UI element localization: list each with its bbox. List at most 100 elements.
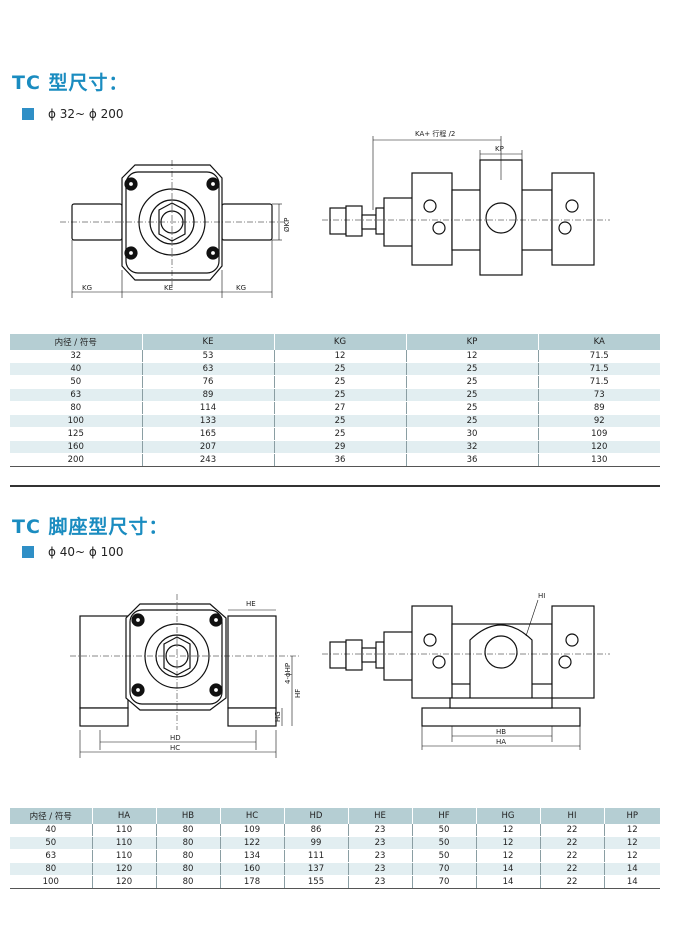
table-cell: 178 xyxy=(219,875,284,889)
table-cell: 25 xyxy=(273,362,406,376)
table-cell: 109 xyxy=(537,427,660,441)
table-cell: 80 xyxy=(10,862,92,876)
table-cell: 50 xyxy=(411,836,476,850)
table-cell: 134 xyxy=(219,849,284,863)
table-cell: 50 xyxy=(10,375,142,389)
table-cell: 71.5 xyxy=(537,375,660,389)
table-cell: 120 xyxy=(537,440,660,454)
table-cell: 25 xyxy=(273,427,406,441)
table-cell: 70 xyxy=(411,862,476,876)
table-cell: 23 xyxy=(347,849,412,863)
table-cell: 71.5 xyxy=(537,350,660,363)
column-header: HI xyxy=(539,808,604,824)
dim-hp: 4-ϕHP xyxy=(284,663,292,684)
table-cell: 100 xyxy=(10,875,92,889)
table-cell: 92 xyxy=(537,414,660,428)
section2-range: ϕ 40~ ϕ 100 xyxy=(22,545,124,559)
table-cell: 80 xyxy=(155,849,220,863)
table-cell: 89 xyxy=(141,388,274,402)
column-header: HB xyxy=(155,808,220,824)
tc-foot-drawing: HE HF 4-ϕHP HG HD HC HI HB HA xyxy=(70,592,610,758)
table-cell: 22 xyxy=(539,849,604,863)
table-cell: 25 xyxy=(273,375,406,389)
table-cell: 63 xyxy=(141,362,274,376)
table-cell: 80 xyxy=(155,875,220,889)
table-cell: 120 xyxy=(91,875,156,889)
table-cell: 27 xyxy=(273,401,406,415)
table-cell: 133 xyxy=(141,414,274,428)
tc-front-view xyxy=(60,160,285,298)
table-cell: 243 xyxy=(141,453,274,467)
table-cell: 14 xyxy=(475,862,540,876)
table-cell: 23 xyxy=(347,875,412,889)
table-cell: 165 xyxy=(141,427,274,441)
bullet-square-icon xyxy=(22,546,34,558)
section1-range-label: ϕ 32~ ϕ 200 xyxy=(48,107,124,121)
table-cell: 114 xyxy=(141,401,274,415)
table-cell: 80 xyxy=(10,401,142,415)
table-cell: 14 xyxy=(603,875,660,889)
dim-kp: KP xyxy=(495,145,504,153)
column-header: 内径 / 符号 xyxy=(10,808,92,824)
table-cell: 12 xyxy=(405,350,538,363)
section2-range-label: ϕ 40~ ϕ 100 xyxy=(48,545,124,559)
table-cell: 160 xyxy=(10,440,142,454)
table-cell: 99 xyxy=(283,836,348,850)
table-cell: 36 xyxy=(405,453,538,467)
table-cell: 100 xyxy=(10,414,142,428)
section-divider xyxy=(10,485,660,487)
tc-foot-side-view xyxy=(322,599,610,750)
table-cell: 12 xyxy=(273,350,406,363)
column-header: HC xyxy=(219,808,284,824)
tc-foot-front-view xyxy=(70,594,300,758)
column-header: KG xyxy=(273,334,406,350)
table-cell: 63 xyxy=(10,388,142,402)
table-cell: 12 xyxy=(475,824,540,837)
table-cell: 53 xyxy=(141,350,274,363)
dim-ka: KA+ 行程 /2 xyxy=(415,129,455,138)
table-cell: 50 xyxy=(411,824,476,837)
table-cell: 50 xyxy=(10,836,92,850)
table-cell: 36 xyxy=(273,453,406,467)
table-cell: 12 xyxy=(603,824,660,837)
section1-title: TC 型尺寸： xyxy=(12,72,129,94)
table-cell: 155 xyxy=(283,875,348,889)
column-header: HF xyxy=(411,808,476,824)
section2-title: TC 脚座型尺寸： xyxy=(12,516,169,538)
dim-kg-right: KG xyxy=(236,284,246,292)
dim-hb: HB xyxy=(496,728,506,736)
table-cell: 200 xyxy=(10,453,142,467)
dim-ha: HA xyxy=(496,738,506,746)
dim-hc: HC xyxy=(170,744,180,752)
table-cell: 40 xyxy=(10,824,92,837)
table-cell: 80 xyxy=(155,824,220,837)
column-header: HP xyxy=(603,808,660,824)
table-cell: 76 xyxy=(141,375,274,389)
column-header: HA xyxy=(91,808,156,824)
table-cell: 30 xyxy=(405,427,538,441)
table-cell: 111 xyxy=(283,849,348,863)
table-cell: 50 xyxy=(411,849,476,863)
table-cell: 73 xyxy=(537,388,660,402)
table-cell: 23 xyxy=(347,824,412,837)
table-cell: 137 xyxy=(283,862,348,876)
table-cell: 12 xyxy=(475,849,540,863)
bullet-square-icon xyxy=(22,108,34,120)
column-header: HG xyxy=(475,808,540,824)
table-cell: 110 xyxy=(91,849,156,863)
column-header: KA xyxy=(537,334,660,350)
column-header: 内径 / 符号 xyxy=(10,334,142,350)
table-cell: 130 xyxy=(537,453,660,467)
